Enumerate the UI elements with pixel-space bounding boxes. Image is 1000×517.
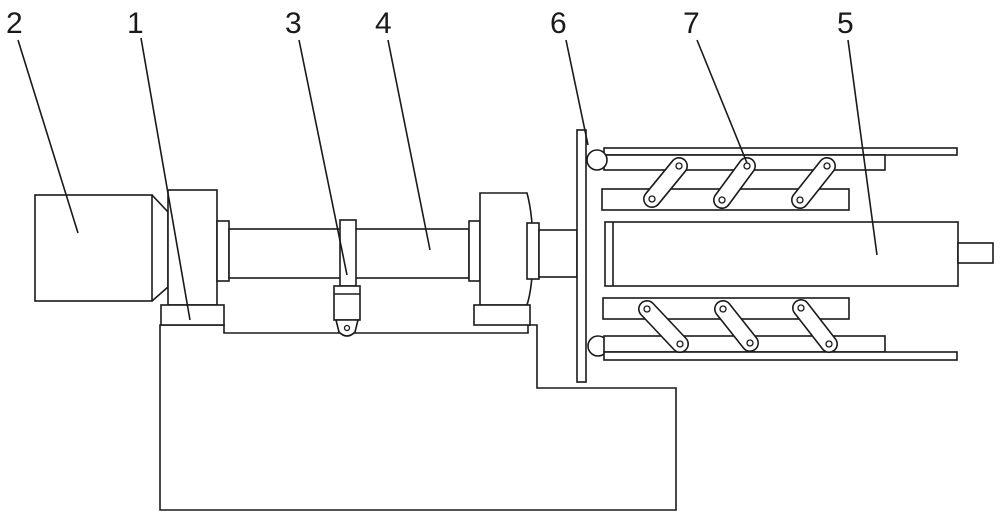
lower-link-2: [714, 300, 759, 352]
label-7: 7: [683, 7, 700, 40]
leader-6: [565, 39, 589, 146]
middle-bearing-base: [473, 304, 531, 326]
shaft-extension: [538, 229, 578, 278]
lower-link-1: [638, 300, 689, 353]
base-frame: [159, 324, 677, 511]
motor-taper: [151, 194, 169, 302]
core-shaft-end: [957, 242, 994, 264]
clamp-block: [333, 285, 361, 321]
disc-plate: [576, 129, 587, 383]
leader-5: [847, 39, 878, 256]
clamp-pin: [343, 324, 351, 332]
middle-bearing-flange: [468, 220, 481, 282]
upper-outer-bar: [603, 147, 958, 156]
upper-link-3: [791, 157, 836, 209]
upper-link-1: [643, 157, 688, 208]
lower-link-3: [792, 299, 838, 353]
label-6: 6: [550, 7, 567, 40]
left-bearing-housing: [167, 189, 218, 306]
leader-4: [387, 39, 431, 251]
middle-bearing-collar: [526, 222, 540, 280]
left-bearing-base: [160, 304, 225, 326]
middle-bearing-housing: [479, 192, 534, 306]
leader-1: [140, 37, 191, 321]
upper-hinge-roller: [586, 149, 608, 171]
leader-7: [696, 39, 748, 164]
label-3: 3: [285, 7, 302, 40]
upper-link-2: [713, 157, 756, 209]
left-bearing-flange: [216, 220, 230, 282]
motor-body: [34, 194, 153, 302]
label-2: 2: [6, 7, 23, 40]
core-cylinder: [604, 221, 959, 287]
lower-outer-bar: [603, 351, 958, 361]
label-1: 1: [127, 7, 144, 40]
leader-2: [17, 39, 79, 234]
leader-3: [298, 39, 348, 276]
label-4: 4: [375, 7, 392, 40]
label-5: 5: [837, 7, 854, 40]
